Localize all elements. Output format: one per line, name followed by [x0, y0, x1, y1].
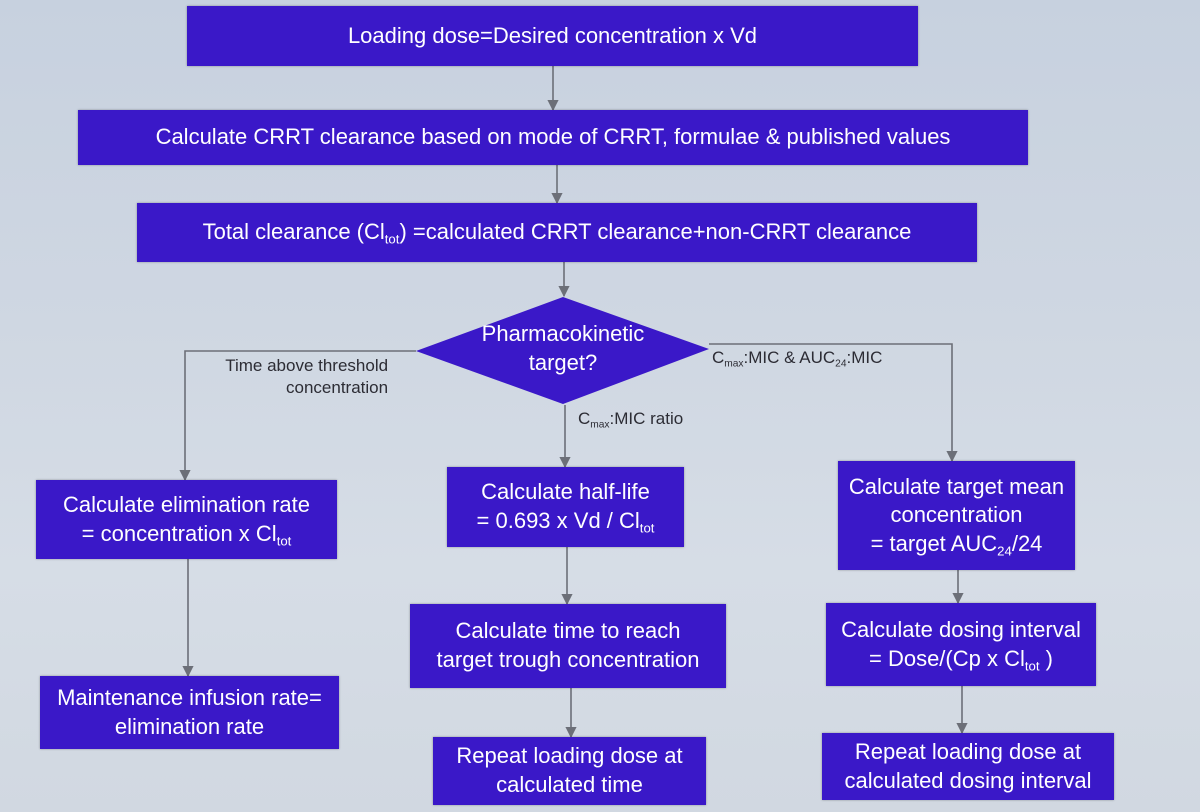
- maintenance-infusion-box: Maintenance infusion rate= elimination r…: [40, 676, 339, 749]
- decision-text: Pharmacokinetic target?: [463, 320, 663, 377]
- branch-label-middle-sub: max: [590, 419, 610, 431]
- decision-diamond: [416, 297, 709, 404]
- branch-label-middle-rest: :MIC ratio: [609, 409, 684, 428]
- target-mean-line3: = target AUC24/24: [871, 530, 1043, 559]
- dosing-interval-box: Calculate dosing interval = Dose/(Cp x C…: [826, 603, 1096, 686]
- arrow-decision-to-right: [709, 343, 958, 463]
- total-clearance-suffix: ) =calculated CRRT clearance+non-CRRT cl…: [399, 219, 912, 245]
- dosing-interval-line2-sub: tot: [1024, 658, 1040, 674]
- half-life-line2-prefix: = 0.693 x Vd / Cl: [476, 508, 640, 533]
- repeat-interval-line2: calculated dosing interval: [844, 767, 1092, 793]
- repeat-time-line1: Repeat loading dose at: [456, 743, 683, 769]
- elimination-rate-line2: = concentration x Cltot: [82, 520, 292, 549]
- half-life-line2: = 0.693 x Vd / Cltot: [477, 507, 655, 536]
- target-mean-line1: Calculate target mean: [848, 473, 1065, 499]
- target-mean-box: Calculate target mean concentration = ta…: [838, 461, 1075, 570]
- maintenance-line2: elimination rate: [114, 713, 265, 739]
- trough-line2: target trough concentration: [436, 647, 700, 672]
- branch-label-right-sub2: 24: [835, 358, 847, 370]
- crrt-clearance-box: Calculate CRRT clearance based on mode o…: [78, 110, 1028, 165]
- maintenance-line1: Maintenance infusion rate=: [57, 684, 322, 710]
- target-mean-line3-suffix: /24: [1011, 530, 1043, 556]
- dosing-interval-line1: Calculate dosing interval: [841, 616, 1081, 642]
- branch-label-middle: Cmax:MIC ratio: [578, 408, 683, 430]
- branch-label-left-line2: concentration: [286, 378, 389, 398]
- trough-line1: Calculate time to reach: [455, 618, 681, 644]
- dosing-interval-line2-prefix: = Dose/(Cp x Cl: [868, 645, 1025, 671]
- half-life-line2-sub: tot: [639, 520, 655, 536]
- decision-line2: target?: [528, 349, 598, 375]
- repeat-time-line2: calculated time: [496, 772, 643, 797]
- half-life-line1: Calculate half-life: [481, 479, 650, 505]
- repeat-time-box: Repeat loading dose at calculated time: [433, 737, 706, 805]
- branch-label-right-mid: :MIC & AUC: [743, 348, 836, 367]
- crrt-clearance-text: Calculate CRRT clearance based on mode o…: [155, 124, 951, 150]
- branch-label-right-sub: max: [724, 358, 744, 370]
- elimination-rate-line2-prefix: = concentration x Cl: [81, 520, 277, 546]
- branch-label-left-line1: Time above threshold: [225, 356, 389, 375]
- total-clearance-prefix: Total clearance (Cl: [202, 219, 385, 245]
- elimination-rate-line1: Calculate elimination rate: [62, 491, 311, 517]
- elimination-rate-line2-sub: tot: [276, 533, 292, 549]
- loading-dose-text: Loading dose=Desired concentration x Vd: [347, 22, 758, 48]
- repeat-interval-line1: Repeat loading dose at: [854, 738, 1082, 764]
- total-clearance-box: Total clearance (Cltot) =calculated CRRT…: [137, 203, 977, 262]
- elimination-rate-box: Calculate elimination rate = concentrati…: [36, 480, 337, 559]
- decision-line1: Pharmacokinetic: [481, 321, 645, 346]
- arrow-decision-to-left: [179, 350, 416, 482]
- loading-dose-box: Loading dose=Desired concentration x Vd: [187, 6, 918, 66]
- branch-label-left: Time above threshold concentration: [212, 355, 388, 399]
- branch-label-right: Cmax:MIC & AUC24:MIC: [712, 347, 882, 369]
- half-life-box: Calculate half-life = 0.693 x Vd / Cltot: [447, 467, 684, 547]
- connectors: [179, 66, 968, 739]
- total-clearance-text: Total clearance (Cltot) =calculated CRRT…: [203, 218, 912, 247]
- target-mean-line3-sub: 24: [997, 543, 1012, 559]
- branch-label-right-rest: :MIC: [846, 348, 883, 367]
- dosing-interval-line2-suffix: ): [1039, 645, 1053, 671]
- dosing-interval-line2: = Dose/(Cp x Cltot ): [869, 645, 1053, 674]
- trough-time-box: Calculate time to reach target trough co…: [410, 604, 726, 688]
- total-clearance-sub: tot: [384, 231, 400, 247]
- repeat-interval-box: Repeat loading dose at calculated dosing…: [822, 733, 1114, 800]
- target-mean-line2: concentration: [890, 502, 1023, 528]
- branch-label-middle-main: C: [578, 409, 591, 428]
- branch-label-right-main: C: [712, 348, 725, 367]
- target-mean-line3-prefix: = target AUC: [870, 530, 998, 556]
